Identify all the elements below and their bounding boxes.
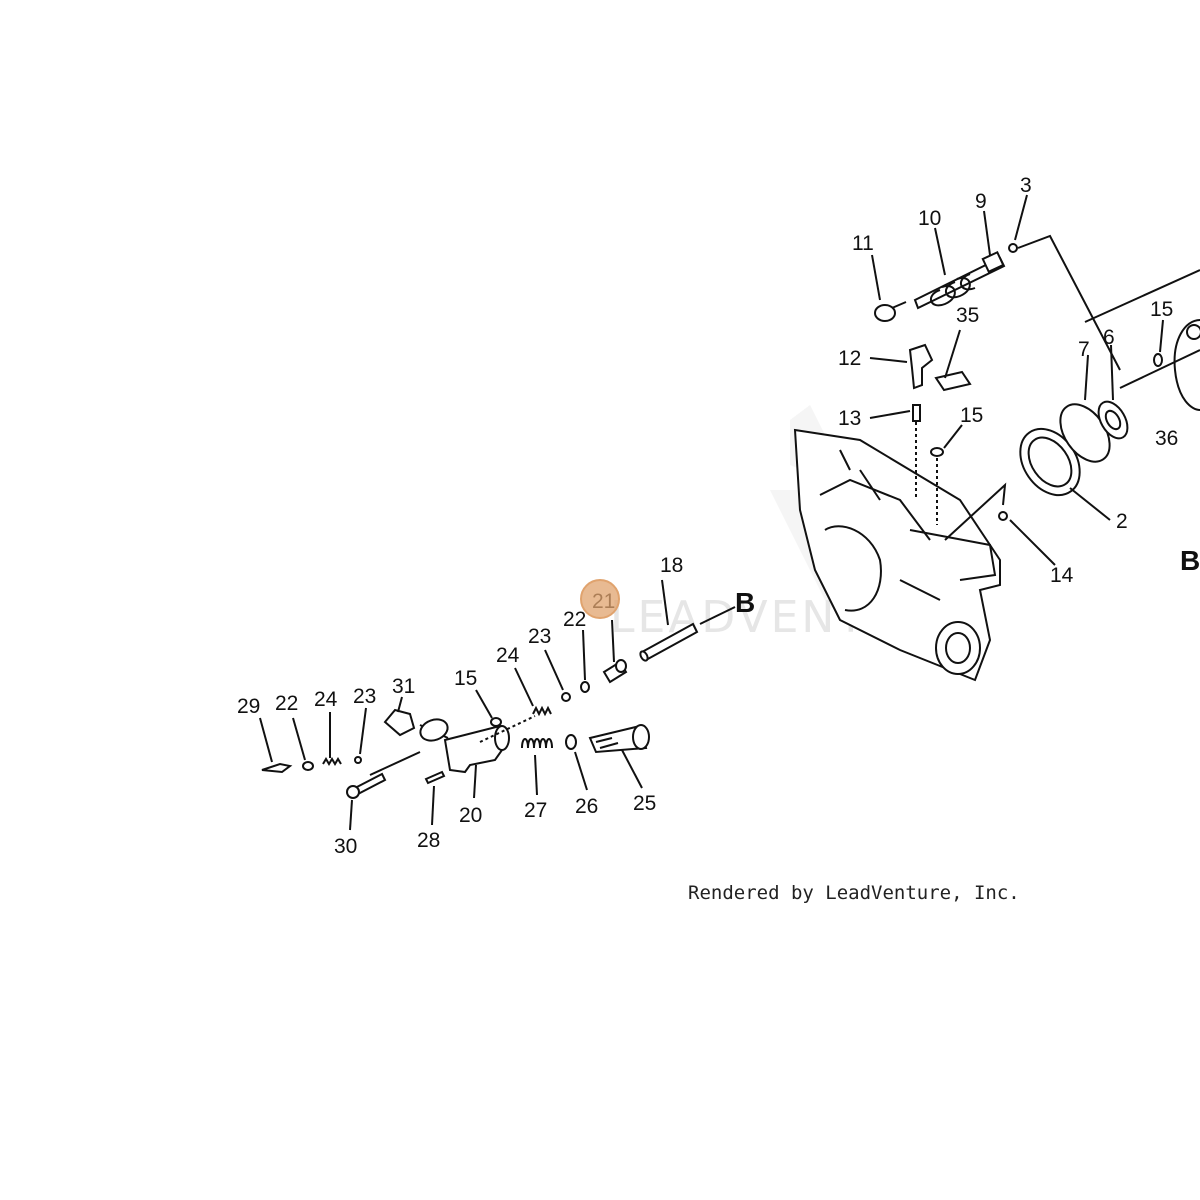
- part-35: [934, 370, 972, 392]
- callout-9: 9: [975, 190, 987, 213]
- callout-15-left: 15: [454, 667, 477, 690]
- callout-21-highlight[interactable]: 21: [580, 579, 620, 619]
- callout-23-lower: 23: [353, 685, 376, 708]
- part-22a: [580, 681, 590, 693]
- callout-26: 26: [575, 795, 598, 818]
- callout-3: 3: [1020, 174, 1032, 197]
- part-24a: [532, 705, 552, 717]
- callout-2: 2: [1116, 510, 1128, 533]
- callout-25: 25: [633, 792, 656, 815]
- marker-B-left: B: [735, 587, 755, 618]
- crankcase-cover: [793, 428, 1001, 682]
- part-15c: [490, 717, 502, 727]
- callout-23-upper: 23: [528, 625, 551, 648]
- part-28: [424, 770, 446, 785]
- part-15b: [930, 447, 944, 457]
- callout-29: 29: [237, 695, 260, 718]
- callout-13: 13: [838, 407, 861, 430]
- part-21: [602, 659, 628, 684]
- callout-7: 7: [1078, 338, 1090, 361]
- part-30: [346, 772, 387, 799]
- part-24b: [322, 757, 342, 766]
- part-15a: [1153, 353, 1163, 367]
- part-26: [565, 734, 577, 750]
- credit-text: Rendered by LeadVenture, Inc.: [688, 882, 1020, 904]
- callout-15-mid: 15: [960, 404, 983, 427]
- part-27: [521, 738, 553, 749]
- part-18: [639, 622, 699, 662]
- callout-31: 31: [392, 675, 415, 698]
- callout-12: 12: [838, 347, 861, 370]
- callout-30: 30: [334, 835, 357, 858]
- part-31: [383, 708, 416, 737]
- part-23a: [561, 692, 571, 702]
- callout-14: 14: [1050, 564, 1074, 587]
- callout-6: 6: [1103, 326, 1115, 349]
- part-20: [419, 715, 536, 774]
- part-9-10-shaft: [913, 250, 1006, 310]
- part-23b: [354, 756, 362, 764]
- callout-24-lower: 24: [314, 688, 338, 711]
- callout-24-upper: 24: [496, 644, 520, 667]
- callout-36: 36: [1155, 427, 1178, 450]
- part-3: [1008, 243, 1018, 253]
- callout-15-right: 15: [1150, 298, 1173, 321]
- callout-22-upper: 22: [563, 608, 586, 631]
- part-13: [912, 404, 921, 422]
- part-36-housing: [1173, 319, 1200, 411]
- part-22b: [302, 761, 314, 771]
- part-25: [588, 724, 650, 754]
- callout-35: 35: [956, 304, 979, 327]
- callout-10: 10: [918, 207, 941, 230]
- part-6: [1097, 400, 1129, 440]
- marker-B-right: B: [1180, 545, 1200, 576]
- part-29: [261, 762, 293, 774]
- callout-20: 20: [459, 804, 482, 827]
- callout-22-lower: 22: [275, 692, 298, 715]
- highlight-circle[interactable]: [580, 579, 620, 619]
- part-14: [998, 511, 1008, 521]
- callout-27: 27: [524, 799, 547, 822]
- callout-28: 28: [417, 829, 440, 852]
- callout-11: 11: [852, 232, 874, 255]
- part-11: [874, 301, 907, 322]
- part-12: [908, 343, 934, 390]
- callout-18: 18: [660, 554, 683, 577]
